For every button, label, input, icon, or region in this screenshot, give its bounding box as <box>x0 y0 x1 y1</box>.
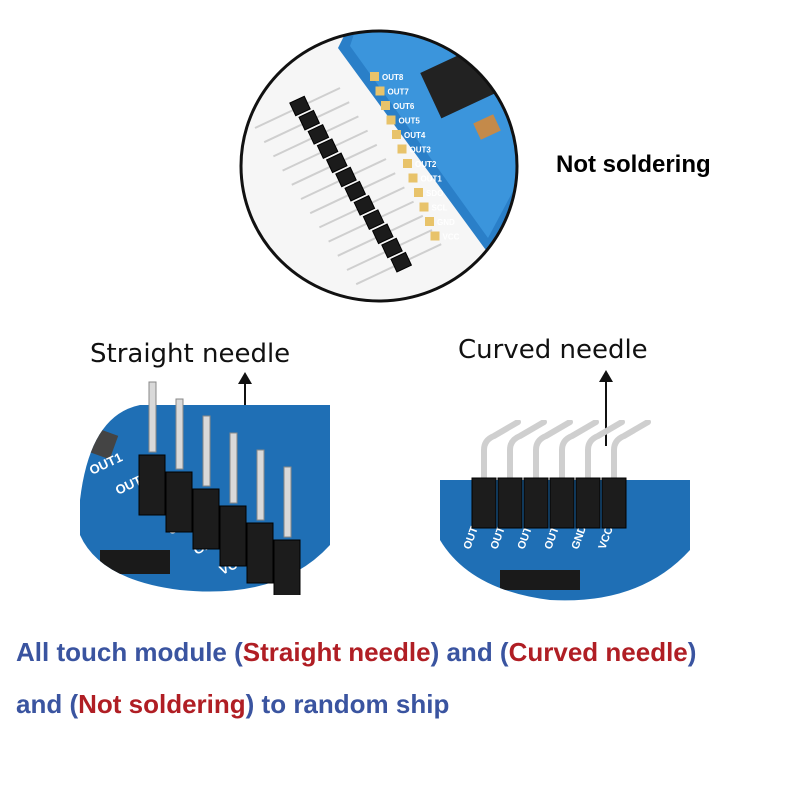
pcb-pad <box>386 115 396 125</box>
caption-highlight-curved: Curved needle <box>508 637 688 667</box>
pcb-label: OUT8 <box>382 73 404 82</box>
pcb-label: OUT6 <box>393 102 415 111</box>
pcb-label: OUT1 <box>421 175 443 184</box>
straight-pin <box>256 449 265 521</box>
curved-pin <box>559 420 599 483</box>
pcb-label: SDO <box>426 189 443 198</box>
header-block <box>298 109 321 131</box>
header-block <box>371 223 394 245</box>
pin-housing <box>549 477 575 529</box>
pin-housing <box>246 522 274 584</box>
caption-line-2: and (Not soldering) to random ship <box>16 689 449 720</box>
caption-highlight-not-soldering: Not soldering <box>78 689 246 719</box>
straight-pin <box>148 381 157 453</box>
pin-housing <box>523 477 549 529</box>
curved-pin <box>507 420 547 483</box>
pin-housing <box>471 477 497 529</box>
straight-pin <box>283 466 292 538</box>
curved-pin <box>481 420 521 483</box>
pin-housing <box>497 477 523 529</box>
header-block <box>325 152 348 174</box>
header-block <box>316 138 339 159</box>
pin-housing <box>575 477 601 529</box>
pcb-label: GND <box>437 218 455 227</box>
pin-housing <box>165 471 193 533</box>
header-block <box>362 209 385 230</box>
straight-pin <box>229 432 238 504</box>
curved-needle-label: Curved needle <box>458 335 648 365</box>
pcb-label: OUT5 <box>399 117 421 126</box>
header-block <box>390 251 413 273</box>
pcb-pad <box>403 159 412 168</box>
caption-text: ) <box>687 637 697 667</box>
pcb-pad <box>381 101 390 110</box>
pcb-pad <box>408 173 418 183</box>
pcb-pad <box>370 72 379 81</box>
pcb-pad <box>397 144 407 154</box>
caption-text: All touch module ( <box>16 637 243 667</box>
header-block <box>289 95 311 117</box>
pcb-pad <box>414 188 423 197</box>
pcb-label: OUT4 <box>404 131 426 140</box>
pcb-label: OUT7 <box>388 88 410 97</box>
caption-highlight-straight: Straight needle <box>242 637 431 667</box>
header-block <box>381 237 403 259</box>
header-block <box>353 195 376 216</box>
straight-needle-label: Straight needle <box>90 339 291 369</box>
pcb-label: OUT2 <box>415 160 437 169</box>
pcb-label: SCL <box>432 204 448 213</box>
caption-text: and ( <box>16 689 79 719</box>
curved-pin <box>533 420 573 483</box>
caption-text: ) to random ship <box>245 689 450 719</box>
curved-pin <box>585 420 625 483</box>
caption-line-1: All touch module (Straight needle) and (… <box>16 637 696 668</box>
pcb-pad <box>419 202 429 212</box>
curved-pin <box>611 420 651 483</box>
pin-housing <box>273 539 301 595</box>
header-block <box>344 180 367 202</box>
header-block <box>335 166 357 188</box>
pin-housing <box>219 505 247 567</box>
pcb-pad <box>392 130 401 139</box>
straight-pin <box>202 415 211 487</box>
straight-pin <box>175 398 184 470</box>
pcb-label: OUT3 <box>410 146 432 155</box>
not-soldering-label: Not soldering <box>556 151 711 178</box>
pin-housing <box>601 477 627 529</box>
pcb-label: VCC <box>443 233 460 242</box>
caption-text: ) and ( <box>430 637 509 667</box>
pin-housing <box>138 454 166 516</box>
pin-housing <box>192 488 220 550</box>
pcb-pad <box>430 231 440 241</box>
header-block <box>307 124 330 145</box>
pcb-pad <box>375 86 385 96</box>
pcb-pad <box>425 217 434 226</box>
